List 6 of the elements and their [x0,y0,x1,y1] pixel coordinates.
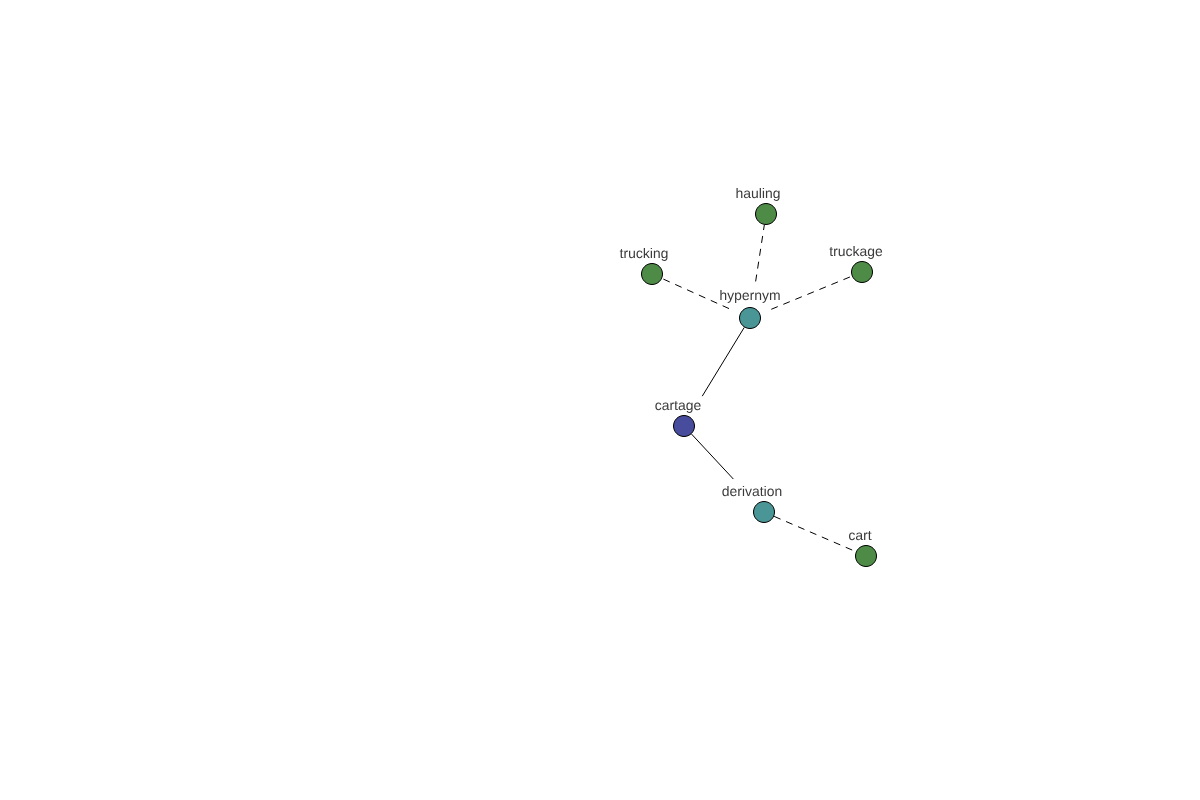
dashed-connector [773,515,857,553]
dashed-connector [770,275,853,310]
connector-line [691,433,734,480]
dashed-connector [755,224,765,282]
dashed-connector [661,278,730,310]
connector-line [701,326,745,397]
